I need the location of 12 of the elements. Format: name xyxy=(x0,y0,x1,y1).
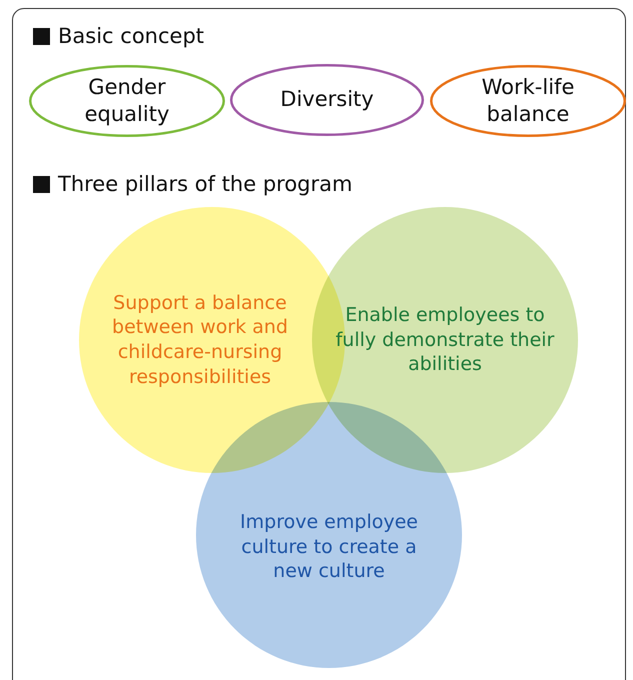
venn-circle xyxy=(196,402,462,668)
concept-label: Gender equality xyxy=(84,74,170,128)
pillar-text: Improve employee culture to create a new culture xyxy=(239,510,419,584)
concept-oval xyxy=(230,64,424,136)
section-heading: Three pillars of the program xyxy=(58,172,352,196)
concept-label: Work-life balance xyxy=(480,74,576,128)
concept-label: Diversity xyxy=(279,86,375,114)
pillar-text: Enable employees to fully demonstrate their abilities xyxy=(334,302,556,378)
section-heading: Basic concept xyxy=(58,24,204,48)
concept-oval xyxy=(430,65,626,137)
pillar-text: Support a balance between work and childcare-nursing responsibilities xyxy=(111,290,289,390)
concept-oval xyxy=(29,65,225,137)
